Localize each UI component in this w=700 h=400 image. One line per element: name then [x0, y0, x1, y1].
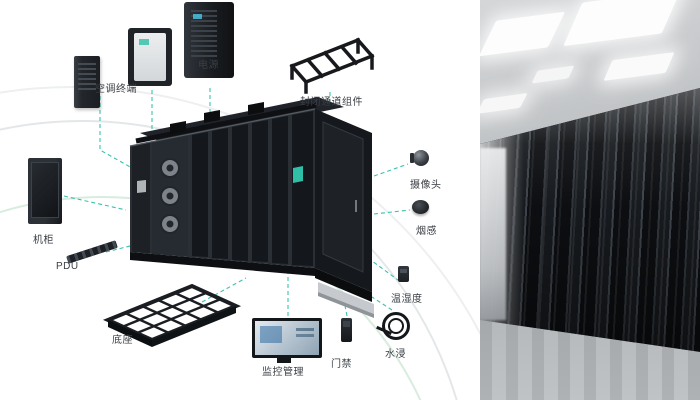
base-frame-graphic [102, 283, 242, 347]
access-control-label: 门禁 [331, 359, 352, 370]
ceiling-light [563, 0, 681, 47]
ceiling-light [480, 11, 566, 57]
smoke-sensor-icon [412, 200, 429, 214]
monitoring-label: 监控管理 [262, 367, 304, 378]
pdu-label: PDU [56, 261, 79, 272]
central-module-graphic [129, 97, 374, 318]
ceiling-light [531, 65, 575, 84]
ceiling-light [603, 52, 675, 81]
diagram-graphics [63, 37, 411, 347]
base-frame-label: 底座 [112, 335, 133, 346]
ups-tower-small [128, 28, 172, 86]
monitoring-screen [252, 318, 322, 363]
temp-humidity-sensor-icon [398, 266, 409, 282]
channel-frame-graphic [289, 37, 375, 94]
ac-terminal-label: 空调终端 [95, 84, 137, 95]
rack-cabinet-label: 机柜 [33, 235, 54, 246]
channel-assembly-label: 封闭通道组件 [300, 97, 363, 108]
camera-label: 摄像头 [410, 180, 442, 191]
temp-humidity-label: 温湿度 [391, 294, 423, 305]
diagram-panel: 空调终端 电源 封闭通道组件 摄像头 烟感 温湿度 机柜 PDU 底座 监控管理… [0, 0, 480, 400]
rack-cabinet-unit [28, 158, 62, 224]
access-control-icon [341, 318, 352, 342]
water-leak-label: 水浸 [385, 349, 406, 360]
aisle-end-glow [480, 148, 506, 320]
smoke-sensor-label: 烟感 [416, 226, 437, 237]
camera-icon [410, 150, 430, 168]
ups-tower-large [184, 2, 234, 78]
ceiling-light [480, 92, 528, 115]
water-leak-cable-icon [382, 312, 410, 340]
monitoring-screen-stand [277, 358, 291, 363]
monitoring-screen-display [252, 318, 322, 358]
datacenter-photo [480, 0, 700, 400]
ac-terminal-unit [74, 56, 100, 108]
camera-dome [413, 150, 429, 166]
power-label: 电源 [198, 60, 219, 71]
